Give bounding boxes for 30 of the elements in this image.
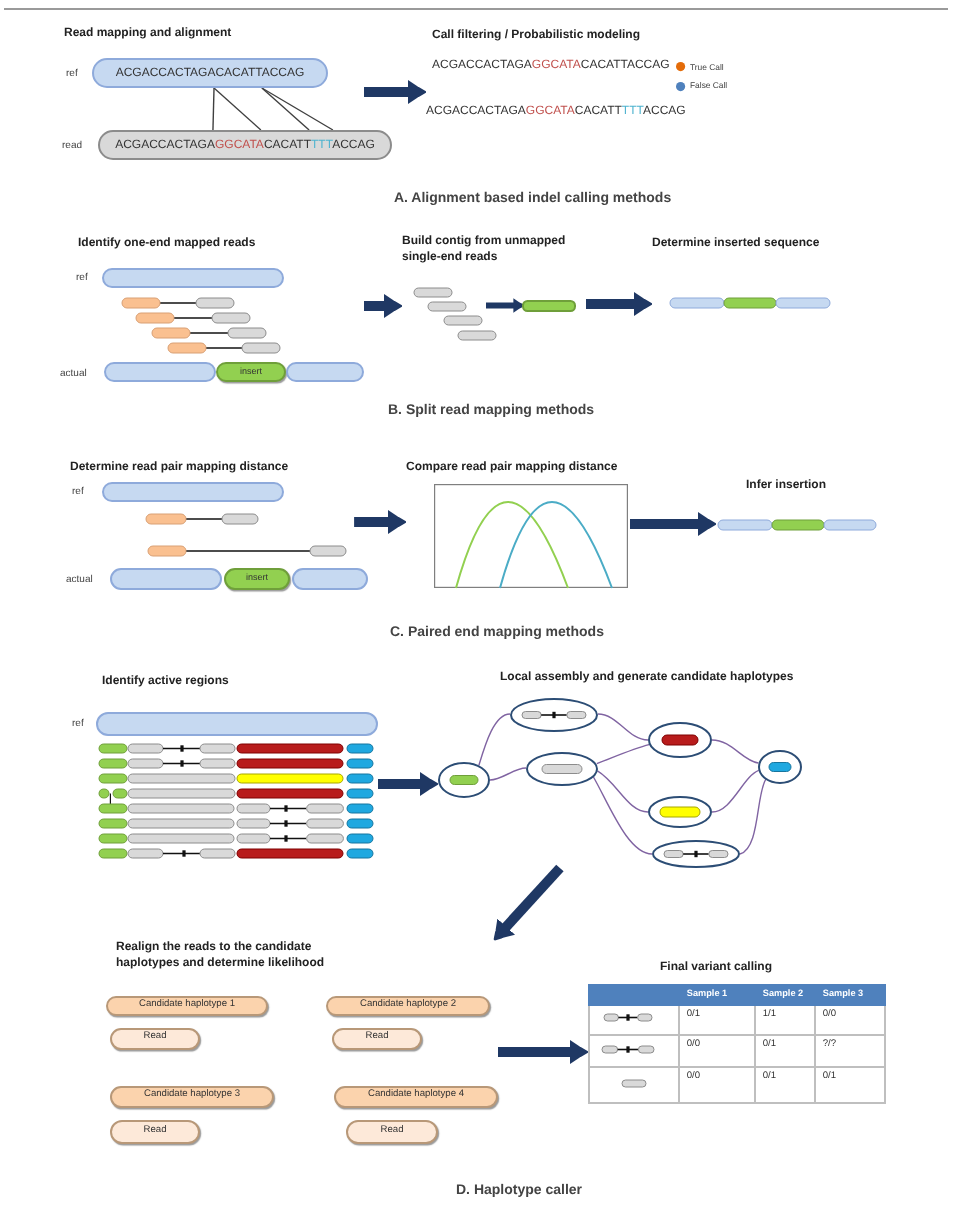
flow-arrow [378, 772, 438, 796]
connector-line [213, 87, 262, 131]
flow-arrow [486, 298, 525, 313]
flow-arrow [354, 509, 406, 534]
connector-line [212, 87, 215, 131]
flow-arrow [490, 864, 564, 944]
connector-line [478, 713, 511, 766]
graph-node [438, 762, 490, 798]
connector-line [711, 739, 760, 764]
graph-node [510, 697, 598, 731]
flow-arrow [364, 80, 426, 104]
graph-node [648, 796, 712, 828]
connector-line [596, 770, 649, 813]
graph-node [652, 840, 740, 868]
flow-arrow [630, 512, 716, 536]
flow-arrow [498, 1040, 588, 1064]
flow-arrow [364, 294, 402, 318]
connector-line [261, 87, 310, 131]
contig-bar [522, 300, 576, 311]
graph-node [648, 722, 712, 758]
connector-line [739, 778, 767, 855]
flow-arrow [586, 292, 652, 316]
connector-line [711, 769, 760, 813]
graph-node [526, 751, 598, 785]
connector-line [489, 767, 527, 781]
graph-node [758, 749, 802, 783]
connector-line [592, 775, 653, 855]
connector-line [261, 87, 334, 131]
connector-line [596, 743, 650, 765]
connector-line [597, 713, 649, 741]
